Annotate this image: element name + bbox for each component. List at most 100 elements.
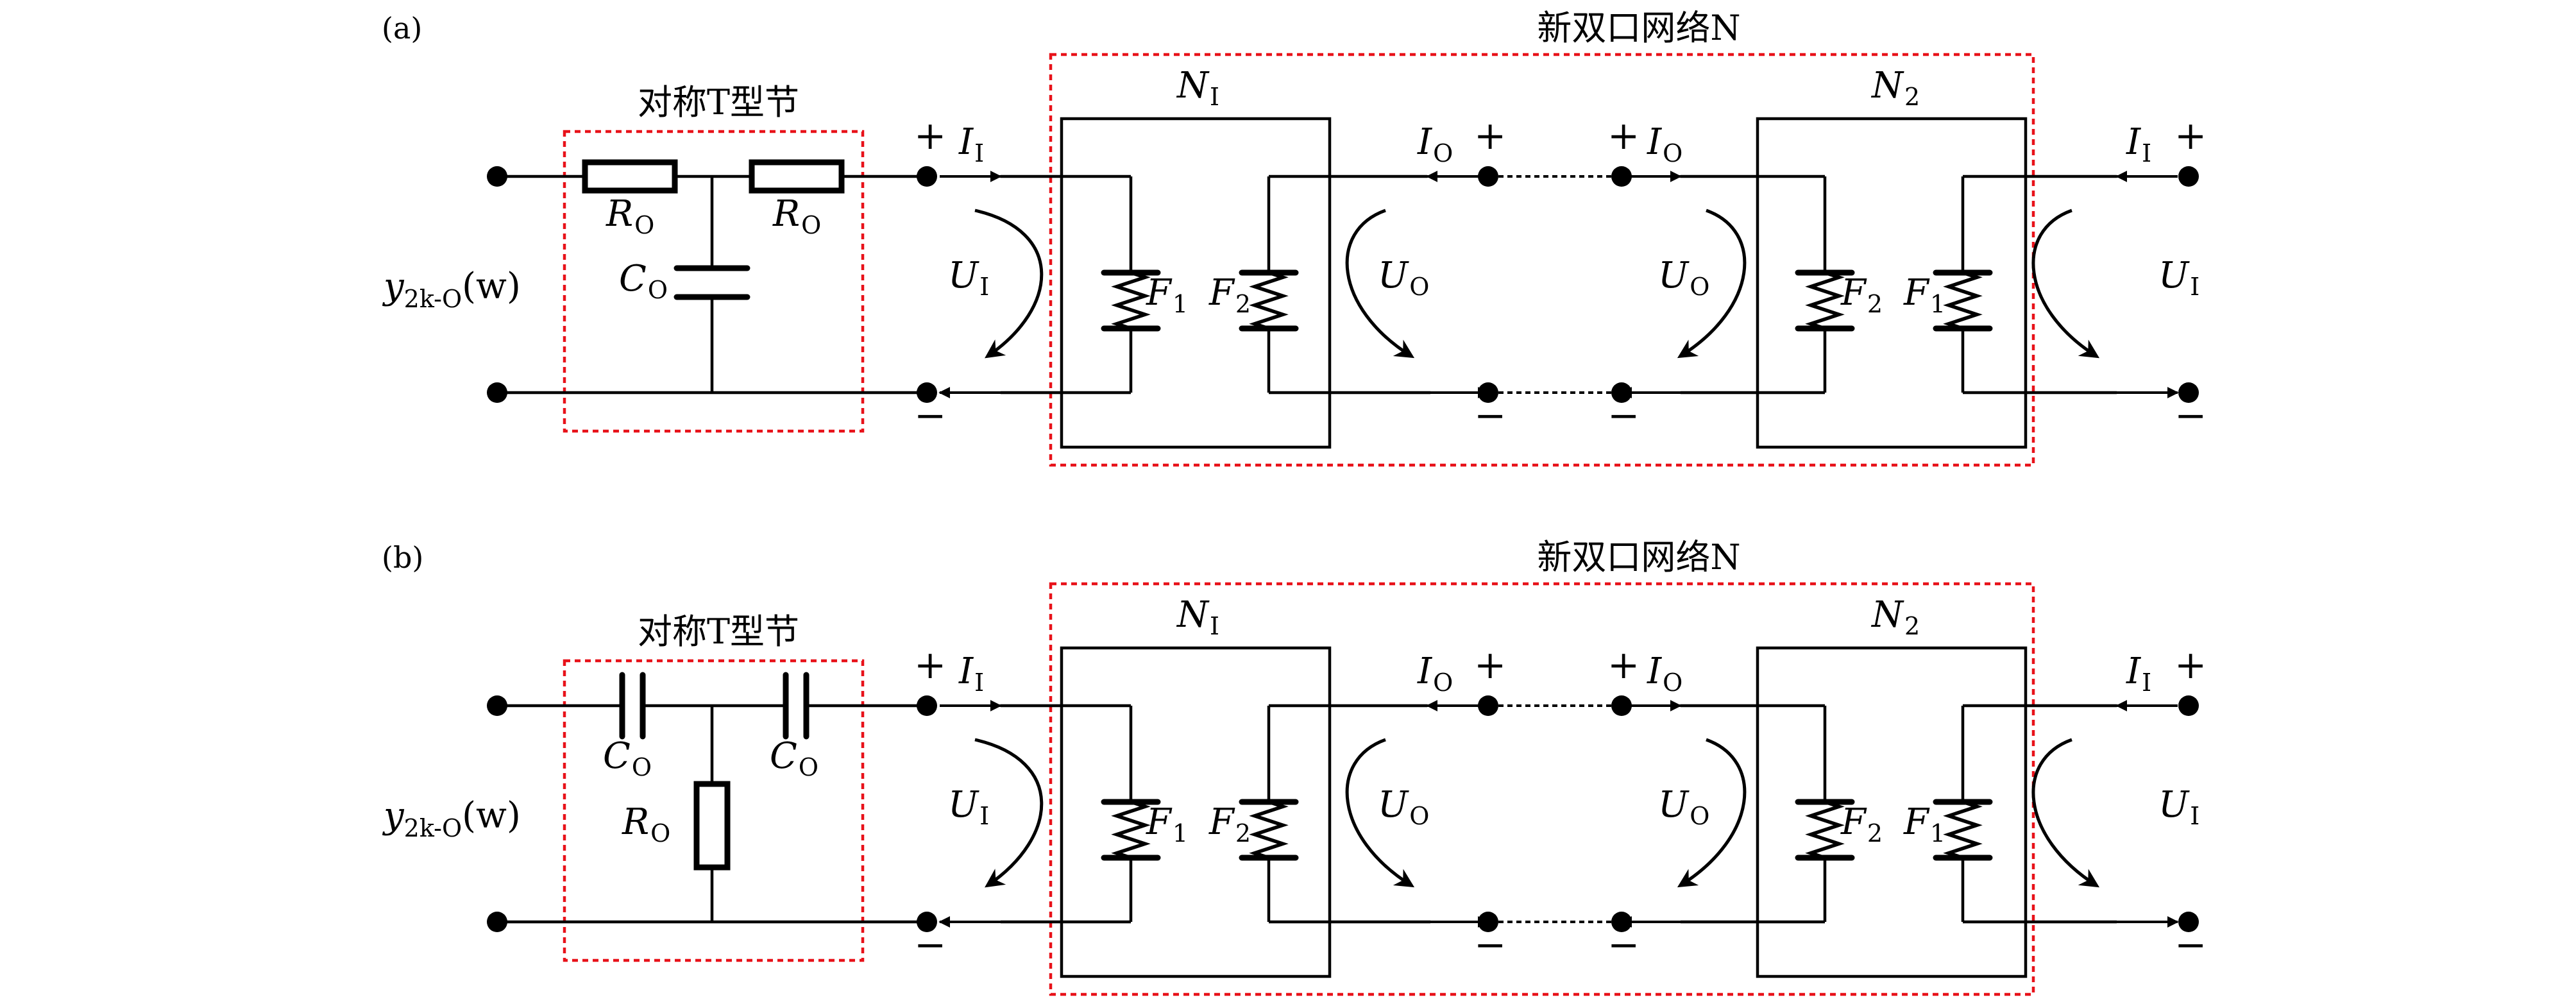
voltage-arrow [2031, 208, 2100, 359]
elem-mid-label: RO [622, 801, 670, 847]
source-label: y2k-O(w) [382, 266, 521, 313]
voltage-arrow [1677, 208, 1747, 359]
mid-terminal-bottom-left [1478, 382, 1498, 403]
f-zigzag [1249, 271, 1289, 330]
voltage-arrow [974, 738, 1044, 888]
plus-sign: + [1607, 114, 1640, 158]
port1-terminal-bottom [917, 382, 937, 403]
plus-sign: + [2174, 114, 2207, 158]
voltage-label-uo: UO [1378, 784, 1429, 830]
mid-terminal-top-left [1478, 695, 1498, 716]
panel-label: (a) [382, 11, 422, 46]
current-label-ii: II [958, 651, 984, 697]
mid-terminal-bottom-left [1478, 912, 1498, 932]
element-f2 [1239, 744, 1299, 922]
element-f1 [1101, 744, 1161, 922]
elem-mid-label: CO [619, 258, 668, 304]
element-f1 [1101, 215, 1161, 393]
minus-sign: − [914, 393, 946, 438]
minus-sign: − [2174, 393, 2207, 438]
voltage-label-ui: UI [948, 784, 989, 830]
block-n2 [1756, 117, 2028, 449]
plus-sign: + [914, 643, 946, 688]
elem-left-label: CO [603, 735, 652, 781]
resistor-right [749, 159, 845, 194]
section-title: 对称T型节 [638, 82, 799, 123]
port1-terminal-top [917, 695, 937, 716]
f-zigzag [1805, 271, 1845, 330]
current-label-io: IO [1647, 651, 1682, 697]
plus-sign: + [1474, 114, 1506, 158]
element-f2 [1795, 215, 1855, 393]
mid-terminal-top-left [1478, 166, 1498, 187]
element-f1 [1933, 744, 1993, 922]
plus-sign: + [1474, 643, 1506, 688]
f1-label: F1 [1903, 801, 1945, 847]
minus-sign: − [1607, 923, 1640, 967]
f2-label: F2 [1208, 801, 1251, 847]
block-n2-label: N2 [1870, 594, 1920, 640]
voltage-label-uo: UO [1658, 255, 1709, 301]
minus-sign: − [2174, 923, 2207, 967]
port1-terminal-top [917, 166, 937, 187]
output-terminal-bottom [2178, 382, 2199, 403]
minus-sign: − [1474, 923, 1506, 967]
f1-label: F1 [1903, 272, 1945, 318]
f-zigzag [1111, 271, 1151, 330]
resistor-left [582, 159, 678, 194]
block-n1-label: NI [1176, 594, 1219, 640]
current-label-ii: II [958, 121, 984, 167]
network-title: 新双口网络N [1537, 537, 1740, 577]
f-zigzag [1943, 271, 1983, 330]
f2-label: F2 [1208, 272, 1251, 318]
voltage-label-ui: UI [2158, 255, 2199, 301]
block-n2 [1756, 646, 2028, 978]
elem-left-label: RO [606, 193, 654, 239]
block-n2-label: N2 [1870, 65, 1920, 111]
voltage-label-ui: UI [2158, 784, 2199, 830]
f1-label: F1 [1146, 801, 1188, 847]
plus-sign: + [914, 114, 946, 158]
output-terminal-bottom [2178, 912, 2199, 932]
plus-sign: + [1607, 643, 1640, 688]
network-title: 新双口网络N [1537, 8, 1740, 48]
voltage-arrow [974, 208, 1044, 359]
network-boundary [1049, 582, 2035, 996]
network-boundary [1049, 53, 2035, 467]
voltage-label-uo: UO [1658, 784, 1709, 830]
minus-sign: − [1474, 393, 1506, 438]
minus-sign: − [914, 923, 946, 967]
port1-terminal-bottom [917, 912, 937, 932]
f2-label: F2 [1840, 272, 1883, 318]
panel-label: (b) [382, 540, 423, 575]
panel-a: (a) 对称T型节 新双口网络N y2k-O(w) RO RO CO + − II UI NI F1 F2… [382, 8, 2207, 467]
element-f2 [1795, 744, 1855, 922]
block-n1-label: NI [1176, 65, 1219, 111]
elem-right-label: CO [770, 735, 818, 781]
minus-sign: − [1607, 393, 1640, 438]
current-label-io: IO [1647, 121, 1682, 167]
voltage-arrow [1345, 208, 1415, 359]
block-n1 [1060, 117, 1332, 449]
f2-label: F2 [1840, 801, 1883, 847]
section-title: 对称T型节 [638, 611, 799, 652]
elem-right-label: RO [772, 193, 821, 239]
output-terminal-top [2178, 166, 2199, 187]
section-boundary [563, 659, 865, 962]
source-label: y2k-O(w) [382, 795, 521, 842]
voltage-arrow [2031, 738, 2100, 888]
element-f2 [1239, 215, 1299, 393]
block-n1 [1060, 646, 1332, 978]
f-zigzag [1943, 800, 1983, 860]
voltage-arrow [1345, 738, 1415, 888]
voltage-label-uo: UO [1378, 255, 1429, 301]
current-label-ii: II [2126, 651, 2151, 697]
current-label-ii: II [2126, 121, 2151, 167]
f-zigzag [1111, 800, 1151, 860]
plus-sign: + [2174, 643, 2207, 688]
f1-label: F1 [1146, 272, 1188, 318]
section-boundary [563, 130, 865, 433]
voltage-arrow [1677, 738, 1747, 888]
f-zigzag [1805, 800, 1845, 860]
